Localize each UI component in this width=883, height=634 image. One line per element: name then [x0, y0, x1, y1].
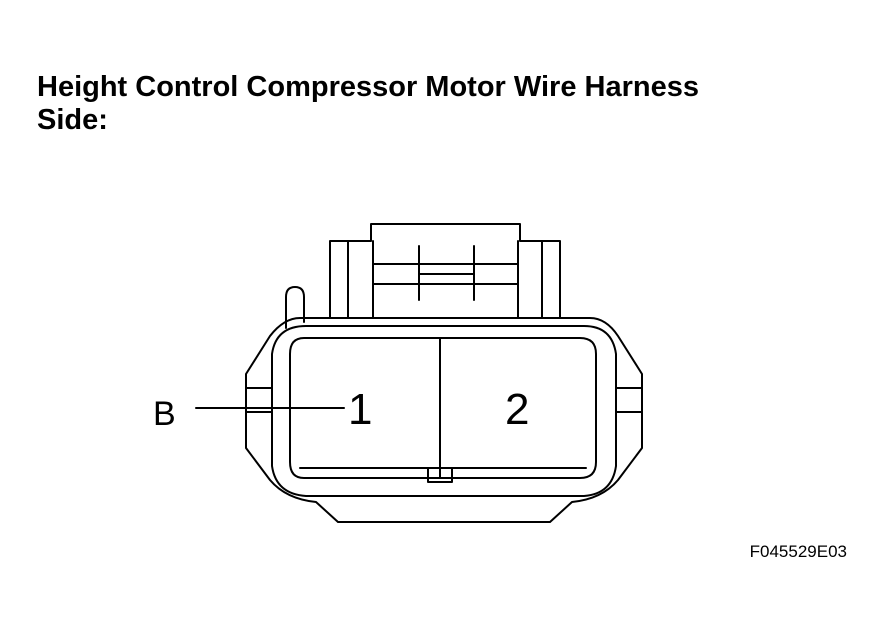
wire-label-b: B [153, 395, 176, 433]
title-line-1: Height Control Compressor Motor Wire Har… [37, 71, 699, 103]
connector-housing-inner [271, 325, 617, 497]
pin-1-label: 1 [348, 385, 372, 434]
figure-code: F045529E03 [749, 542, 847, 561]
connector-housing-outer [245, 317, 643, 523]
diagram-title: Height Control Compressor Motor Wire Har… [37, 71, 857, 137]
pin-2-label: 2 [505, 385, 529, 434]
title-line-2: Side: [37, 104, 108, 136]
connector-latch [329, 223, 561, 319]
connector-key-tab [285, 286, 305, 329]
connector-cavity-frame [289, 337, 597, 479]
